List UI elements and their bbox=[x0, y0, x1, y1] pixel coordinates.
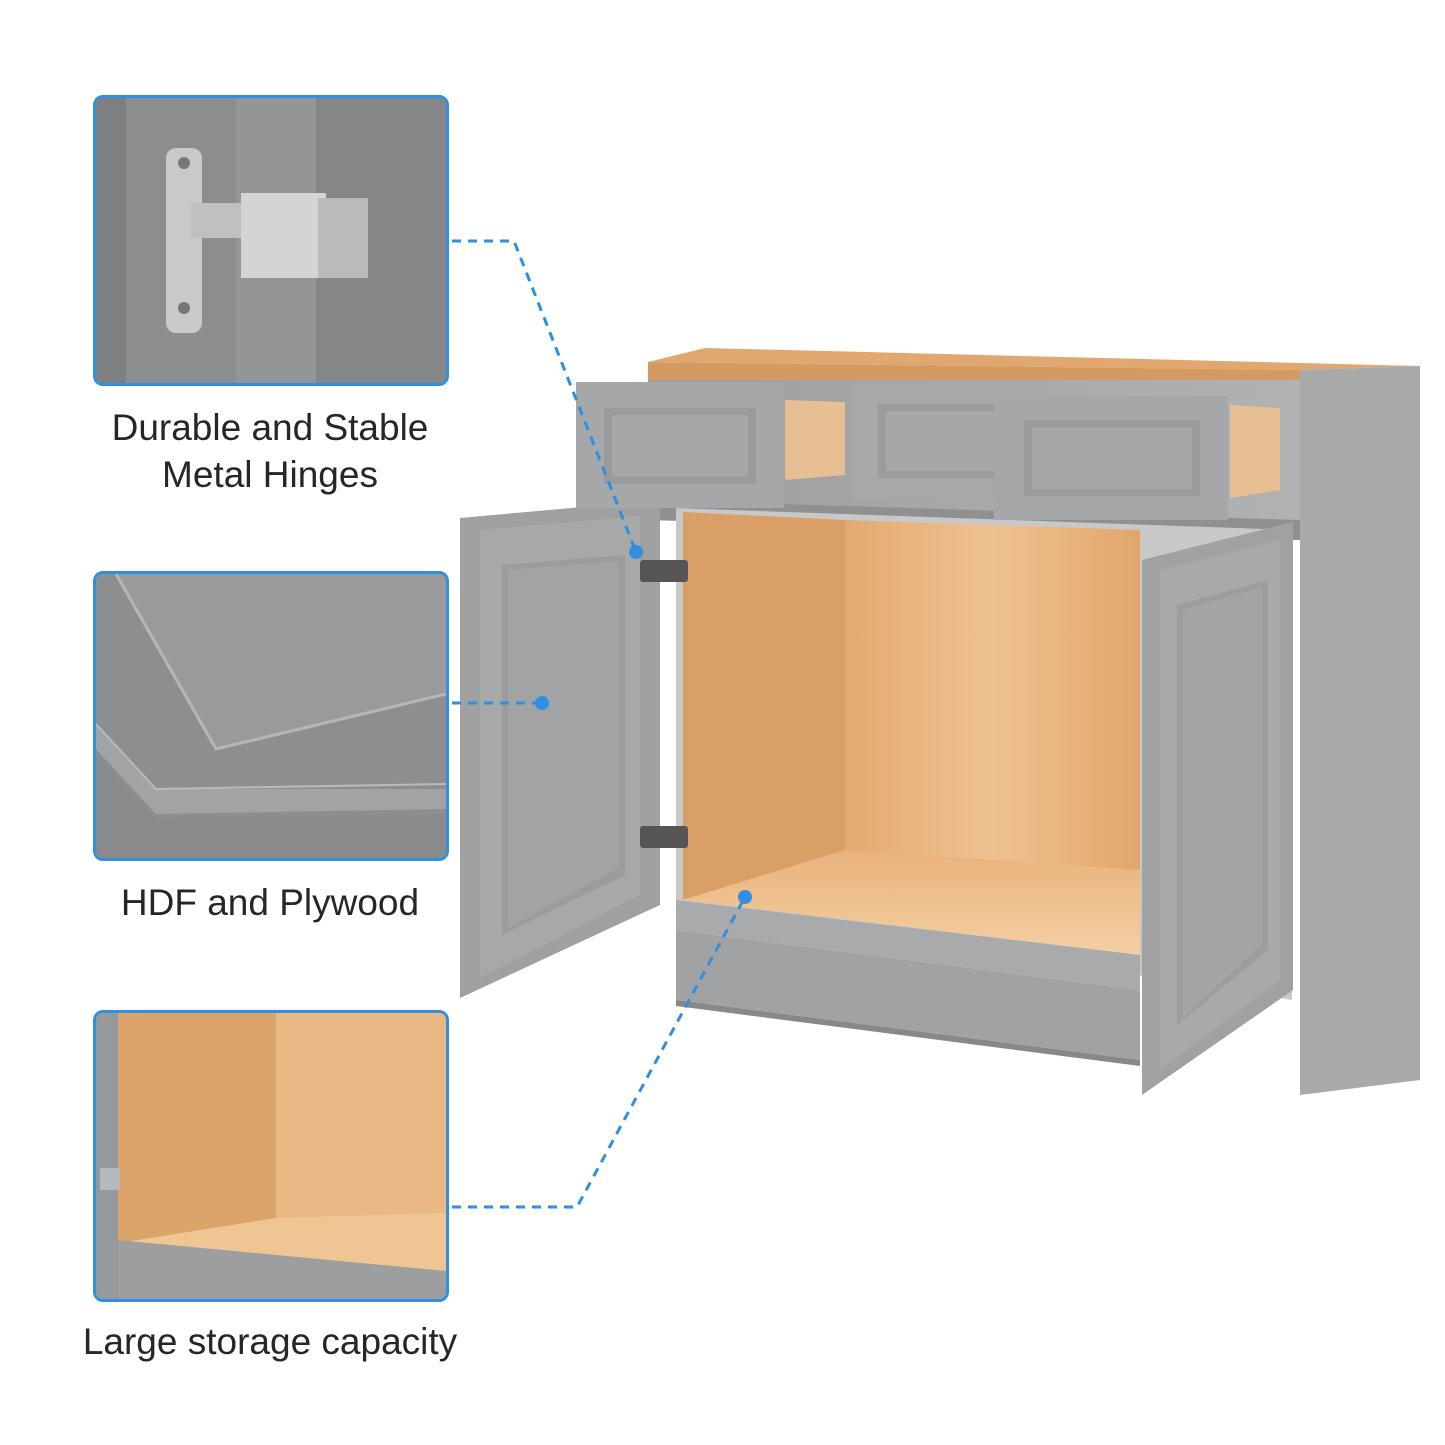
hinges-caption: Durable and Stable Metal Hinges bbox=[40, 404, 500, 498]
hinge-closeup-image bbox=[96, 98, 446, 383]
hinge-closeup-panel bbox=[93, 95, 449, 386]
callout-lines bbox=[452, 239, 747, 1209]
right-drawer bbox=[994, 396, 1280, 520]
storage-callout-dot bbox=[738, 890, 752, 904]
storage-caption-line-1: Large storage capacity bbox=[82, 1321, 458, 1362]
hinges-caption-line-2: Metal Hinges bbox=[162, 454, 378, 495]
storage-closeup-panel bbox=[93, 1010, 449, 1302]
panel-callout-dot bbox=[535, 696, 549, 710]
cabinet-side-panel bbox=[1300, 366, 1420, 1095]
upper-hinge bbox=[640, 560, 688, 582]
lower-hinge bbox=[640, 826, 688, 848]
hinge-callout-dot bbox=[629, 545, 643, 559]
hinges-caption-line-1: Durable and Stable bbox=[111, 407, 429, 448]
hdf-caption: HDF and Plywood bbox=[40, 879, 500, 926]
hdf-caption-line-1: HDF and Plywood bbox=[120, 882, 420, 923]
hdf-closeup-image bbox=[96, 574, 446, 858]
hdf-closeup-panel bbox=[93, 571, 449, 861]
storage-caption: Large storage capacity bbox=[40, 1318, 500, 1365]
storage-closeup-image bbox=[96, 1013, 446, 1299]
